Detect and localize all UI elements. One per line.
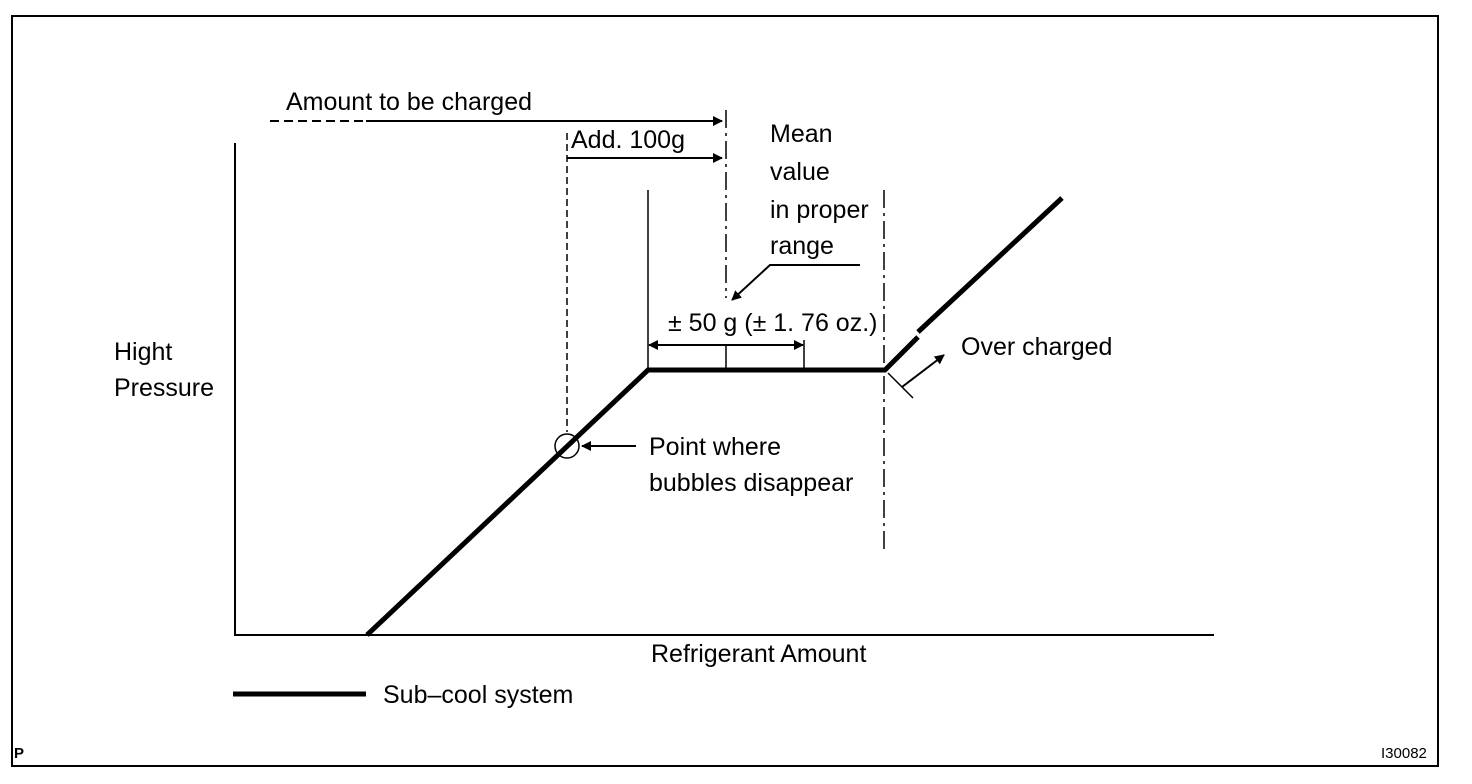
tolerance-label: ± 50 g (± 1. 76 oz.) bbox=[668, 309, 878, 337]
add-100g-label: Add. 100g bbox=[571, 126, 685, 154]
mean-value-label-line-3: in proper bbox=[770, 196, 869, 224]
mean-value-label-line-1: Mean bbox=[770, 120, 833, 148]
mean-value-leader bbox=[731, 264, 860, 301]
bubble-point-circle bbox=[554, 433, 580, 459]
legend-label: Sub–cool system bbox=[383, 681, 573, 709]
diagram-frame bbox=[11, 15, 1439, 767]
bubble-point-label-line-1: Point where bbox=[649, 433, 781, 461]
mean-value-label-line-4: range bbox=[770, 232, 834, 260]
mean-value-label-line-2: value bbox=[770, 158, 830, 186]
over-charged-label: Over charged bbox=[961, 333, 1112, 361]
bubble-point-label-line-2: bubbles disappear bbox=[649, 469, 853, 497]
over-charged-tick bbox=[887, 372, 914, 399]
y-axis-label-line-1: Hight bbox=[114, 338, 172, 366]
amount-to-be-charged-label: Amount to be charged bbox=[286, 88, 532, 116]
corner-label-left: P bbox=[14, 745, 24, 762]
y-axis-label-line-2: Pressure bbox=[114, 374, 214, 402]
corner-label-right: I30082 bbox=[1381, 745, 1427, 762]
sub-cool-curve bbox=[365, 335, 920, 637]
sub-cool-curve-overcharge bbox=[916, 196, 1064, 334]
x-axis-label: Refrigerant Amount bbox=[651, 640, 866, 668]
over-charged-arrow bbox=[901, 354, 945, 388]
